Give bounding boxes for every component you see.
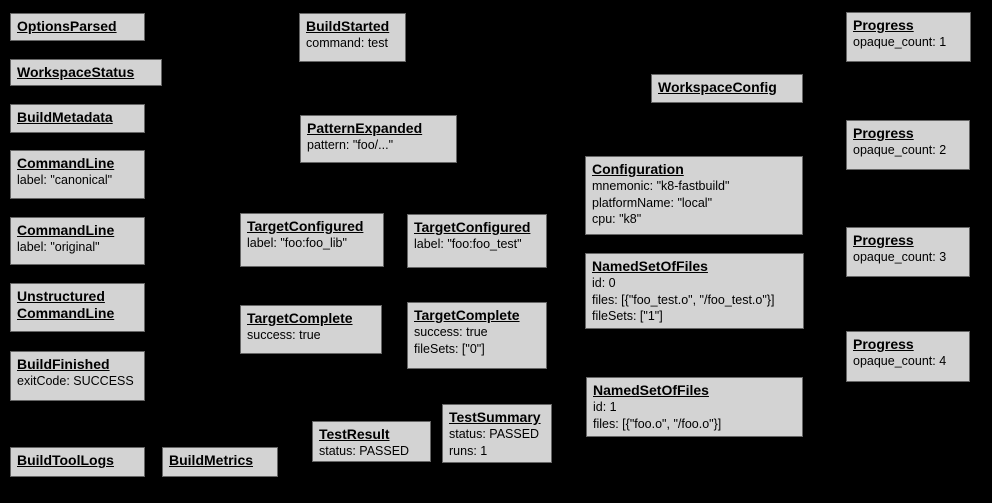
node-title: Configuration xyxy=(592,161,684,177)
node-title: Progress xyxy=(853,336,914,352)
node-title: CommandLine xyxy=(17,305,115,321)
node-field: fileSets: ["0"] xyxy=(414,341,485,356)
node-field: fileSets: ["1"] xyxy=(592,309,663,323)
node-title: WorkspaceStatus xyxy=(17,64,135,80)
node-target-complete-foo-lib: TargetComplete success: true xyxy=(240,305,382,354)
node-title: TargetComplete xyxy=(247,310,353,326)
node-field: files: [{"foo.o", "/foo.o"}] xyxy=(593,416,722,431)
node-command-line-canonical: CommandLine label: "canonical" xyxy=(10,150,145,199)
node-workspace-config: WorkspaceConfig xyxy=(651,74,803,103)
node-title: OptionsParsed xyxy=(17,18,117,34)
node-title: TestResult xyxy=(319,426,390,442)
node-build-finished: BuildFinished exitCode: SUCCESS xyxy=(10,351,145,401)
node-test-summary: TestSummary status: PASSED runs: 1 xyxy=(442,404,552,463)
node-field: opaque_count: 1 xyxy=(853,35,947,49)
node-field: opaque_count: 3 xyxy=(853,250,947,264)
node-workspace-status: WorkspaceStatus xyxy=(10,59,162,86)
node-field: cpu: "k8" xyxy=(592,212,642,226)
node-title: BuildMetadata xyxy=(17,109,113,125)
node-field: platformName: "local" xyxy=(592,195,713,210)
node-field: id: 1 xyxy=(593,400,617,414)
node-field: opaque_count: 4 xyxy=(853,354,947,368)
node-target-configured-foo-lib: TargetConfigured label: "foo:foo_lib" xyxy=(240,213,384,267)
node-build-started: BuildStarted command: test xyxy=(299,13,406,62)
node-title: WorkspaceConfig xyxy=(658,79,777,95)
node-title: Progress xyxy=(853,17,914,33)
node-configuration: Configuration mnemonic: "k8-fastbuild" pla… xyxy=(585,156,803,235)
node-field: mnemonic: "k8-fastbuild" xyxy=(592,179,730,193)
node-build-tool-logs: BuildToolLogs xyxy=(10,447,145,477)
node-title: TestSummary xyxy=(449,409,541,425)
node-title: Progress xyxy=(853,125,914,141)
node-title: Unstructured xyxy=(17,288,105,304)
node-title: TargetConfigured xyxy=(247,218,364,234)
node-progress-3: Progress opaque_count: 3 xyxy=(846,227,970,277)
node-title: NamedSetOfFiles xyxy=(593,382,709,398)
node-named-set-of-files-1: NamedSetOfFiles id: 1 files: [{"foo.o", "/… xyxy=(586,377,803,437)
node-title: Progress xyxy=(853,232,914,248)
node-field: label: "canonical" xyxy=(17,173,113,187)
node-field: exitCode: SUCCESS xyxy=(17,374,134,388)
node-field: status: PASSED xyxy=(319,444,410,458)
node-progress-4: Progress opaque_count: 4 xyxy=(846,331,970,382)
node-title: NamedSetOfFiles xyxy=(592,258,708,274)
node-field: status: PASSED xyxy=(449,427,540,441)
node-title: BuildFinished xyxy=(17,356,110,372)
node-progress-1: Progress opaque_count: 1 xyxy=(846,12,971,62)
node-field: pattern: "foo/..." xyxy=(307,138,394,152)
node-field: opaque_count: 2 xyxy=(853,143,947,157)
node-field: label: "foo:foo_test" xyxy=(414,237,522,251)
node-target-complete-foo-test: TargetComplete success: true fileSets: ["0… xyxy=(407,302,547,369)
node-title: TargetConfigured xyxy=(414,219,531,235)
node-title: BuildMetrics xyxy=(169,452,254,468)
node-title: BuildToolLogs xyxy=(17,452,114,468)
node-title: CommandLine xyxy=(17,155,115,171)
node-test-result: TestResult status: PASSED xyxy=(312,421,431,462)
node-title: PatternExpanded xyxy=(307,120,423,136)
node-field: files: [{"foo_test.o", "/foo_test.o"}] xyxy=(592,292,775,307)
node-options-parsed: OptionsParsed xyxy=(10,13,145,41)
node-field: runs: 1 xyxy=(449,443,488,458)
node-pattern-expanded: PatternExpanded pattern: "foo/..." xyxy=(300,115,457,163)
node-command-line-original: CommandLine label: "original" xyxy=(10,217,145,265)
node-title: CommandLine xyxy=(17,222,115,238)
node-title: BuildStarted xyxy=(306,18,390,34)
node-build-metadata: BuildMetadata xyxy=(10,104,145,133)
node-progress-2: Progress opaque_count: 2 xyxy=(846,120,970,170)
node-field: label: "original" xyxy=(17,240,100,254)
node-build-metrics: BuildMetrics xyxy=(162,447,278,477)
node-field: label: "foo:foo_lib" xyxy=(247,236,347,250)
node-field: success: true xyxy=(247,328,321,342)
node-field: id: 0 xyxy=(592,276,616,290)
node-target-configured-foo-test: TargetConfigured label: "foo:foo_test" xyxy=(407,214,547,268)
node-title: TargetComplete xyxy=(414,307,520,323)
node-field: command: test xyxy=(306,36,388,50)
node-named-set-of-files-0: NamedSetOfFiles id: 0 files: [{"foo_test.o… xyxy=(585,253,804,329)
node-field: success: true xyxy=(414,325,488,339)
